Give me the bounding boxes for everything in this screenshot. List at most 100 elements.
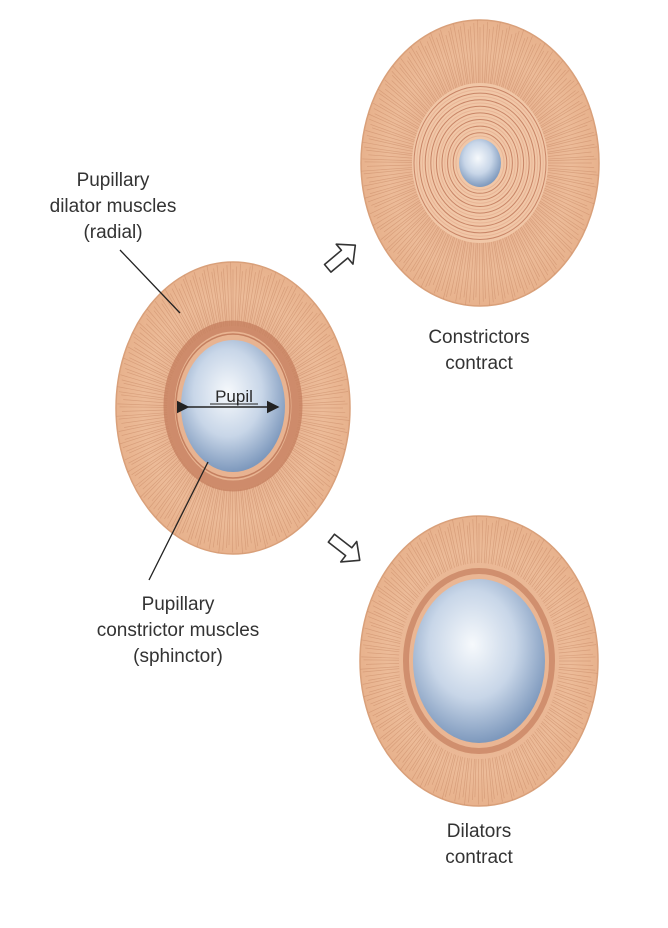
dilator-fiber bbox=[360, 666, 400, 670]
dilator-fiber bbox=[516, 43, 546, 97]
dilator-fiber bbox=[368, 695, 405, 713]
dilator-fiber bbox=[216, 489, 224, 546]
dilator-fiber bbox=[365, 632, 401, 642]
dilator-fiber bbox=[374, 113, 417, 135]
dilator-fiber bbox=[126, 433, 171, 452]
dilator-fiber bbox=[543, 116, 590, 137]
dilator-fiber bbox=[122, 430, 170, 449]
dilator-fiber bbox=[400, 58, 435, 105]
sphincter-ring bbox=[441, 119, 519, 207]
arrow-to-dilated bbox=[327, 533, 361, 563]
dilator-fiber bbox=[558, 656, 596, 659]
dilator-fiber bbox=[558, 641, 594, 649]
dilator-fiber bbox=[365, 647, 400, 653]
dilator-fiber bbox=[253, 274, 269, 331]
dilator-fiber bbox=[499, 34, 513, 87]
dilator-fiber bbox=[547, 146, 598, 155]
dilator-fiber bbox=[203, 269, 217, 329]
dilator-fiber bbox=[548, 590, 583, 614]
dilator-fiber bbox=[377, 88, 422, 122]
dilator-fiber bbox=[511, 44, 534, 93]
dilator-fiber bbox=[124, 426, 169, 440]
dilator-fiber bbox=[138, 453, 179, 488]
dilator-fiber bbox=[483, 517, 488, 564]
dilator-fiber bbox=[153, 310, 187, 351]
dilator-fiber bbox=[547, 158, 597, 162]
dilator-fiber bbox=[474, 758, 477, 798]
dilator-fiber bbox=[439, 525, 453, 569]
dilator-fiber bbox=[551, 602, 586, 621]
dilators-contract-caption: Dilators contract bbox=[404, 819, 554, 871]
dilator-fiber bbox=[505, 753, 518, 793]
dilator-fiber bbox=[556, 685, 592, 698]
dilator-fiber bbox=[129, 357, 172, 379]
sphincter-ring bbox=[430, 105, 530, 221]
iris-dilated bbox=[359, 515, 599, 807]
dilator-fiber bbox=[392, 724, 419, 752]
dilator-fiber bbox=[127, 346, 174, 374]
dilator-fiber bbox=[235, 489, 239, 547]
dilator-fiber bbox=[496, 26, 511, 86]
dilator-fiber bbox=[206, 265, 219, 329]
dilator-fiber bbox=[552, 605, 590, 624]
dilator-fiber bbox=[514, 231, 540, 281]
dilator-fiber bbox=[139, 322, 180, 361]
dilator-fiber bbox=[378, 600, 408, 619]
dilator-fiber bbox=[151, 463, 185, 502]
dilator-fiber bbox=[365, 679, 401, 689]
dilator-fiber bbox=[276, 468, 309, 513]
dilator-fiber bbox=[240, 489, 247, 551]
dilator-fiber bbox=[491, 757, 498, 796]
dilator-fiber bbox=[399, 63, 433, 106]
dilator-fiber bbox=[539, 93, 584, 125]
dilator-fiber bbox=[534, 80, 575, 117]
dilator-fiber bbox=[269, 475, 299, 528]
dilator-fiber bbox=[511, 532, 528, 572]
dilator-fiber bbox=[271, 474, 301, 523]
dilator-fiber bbox=[187, 483, 208, 542]
dilator-fiber bbox=[527, 60, 564, 106]
dilator-fiber bbox=[121, 409, 168, 412]
dilator-fiber bbox=[533, 556, 559, 590]
dilator-fiber bbox=[375, 706, 409, 728]
dilator-fiber bbox=[501, 754, 513, 801]
dilator-fiber bbox=[501, 32, 517, 88]
dilator-fiber bbox=[149, 464, 186, 509]
dilator-fiber bbox=[472, 519, 476, 564]
dilator-fiber bbox=[454, 240, 465, 294]
dilator-fiber bbox=[506, 38, 526, 90]
dilator-fiber bbox=[543, 192, 590, 216]
dilator-fiber bbox=[418, 537, 439, 577]
dilator-fiber bbox=[153, 306, 188, 350]
dilator-fiber bbox=[509, 751, 525, 794]
dilator-fiber bbox=[525, 547, 548, 583]
dilator-fiber bbox=[509, 36, 533, 92]
dilator-fiber bbox=[547, 155, 595, 160]
dilator-fiber bbox=[555, 622, 587, 634]
dilator-fiber bbox=[291, 344, 331, 371]
dilator-fiber bbox=[167, 473, 195, 519]
dilator-fiber bbox=[139, 326, 180, 362]
dilator-fiber bbox=[120, 374, 169, 390]
dilator-fiber bbox=[128, 434, 171, 454]
dilator-fiber bbox=[274, 471, 307, 522]
dilator-fiber bbox=[469, 242, 475, 303]
sphincter-ring bbox=[421, 95, 539, 231]
dilator-fiber bbox=[254, 485, 271, 541]
dilator-fiber bbox=[118, 414, 168, 420]
dilator-fiber bbox=[118, 420, 168, 432]
constrictors-caption-line: Constrictors bbox=[428, 327, 530, 348]
dilator-fiber bbox=[537, 90, 576, 121]
dilator-fiber bbox=[487, 758, 493, 803]
dilator-fiber bbox=[292, 345, 334, 373]
dilator-fiber bbox=[557, 680, 589, 689]
dilator-fiber bbox=[530, 69, 566, 110]
dilator-fiber bbox=[482, 242, 486, 299]
dilator-fiber bbox=[293, 440, 335, 463]
dilator-fiber bbox=[521, 743, 540, 777]
dilator-fiber bbox=[259, 482, 281, 538]
dilator-fiber bbox=[419, 41, 446, 95]
dilator-fiber bbox=[133, 336, 176, 368]
dilator-fiber bbox=[263, 480, 288, 538]
dilator-fiber bbox=[429, 36, 451, 92]
